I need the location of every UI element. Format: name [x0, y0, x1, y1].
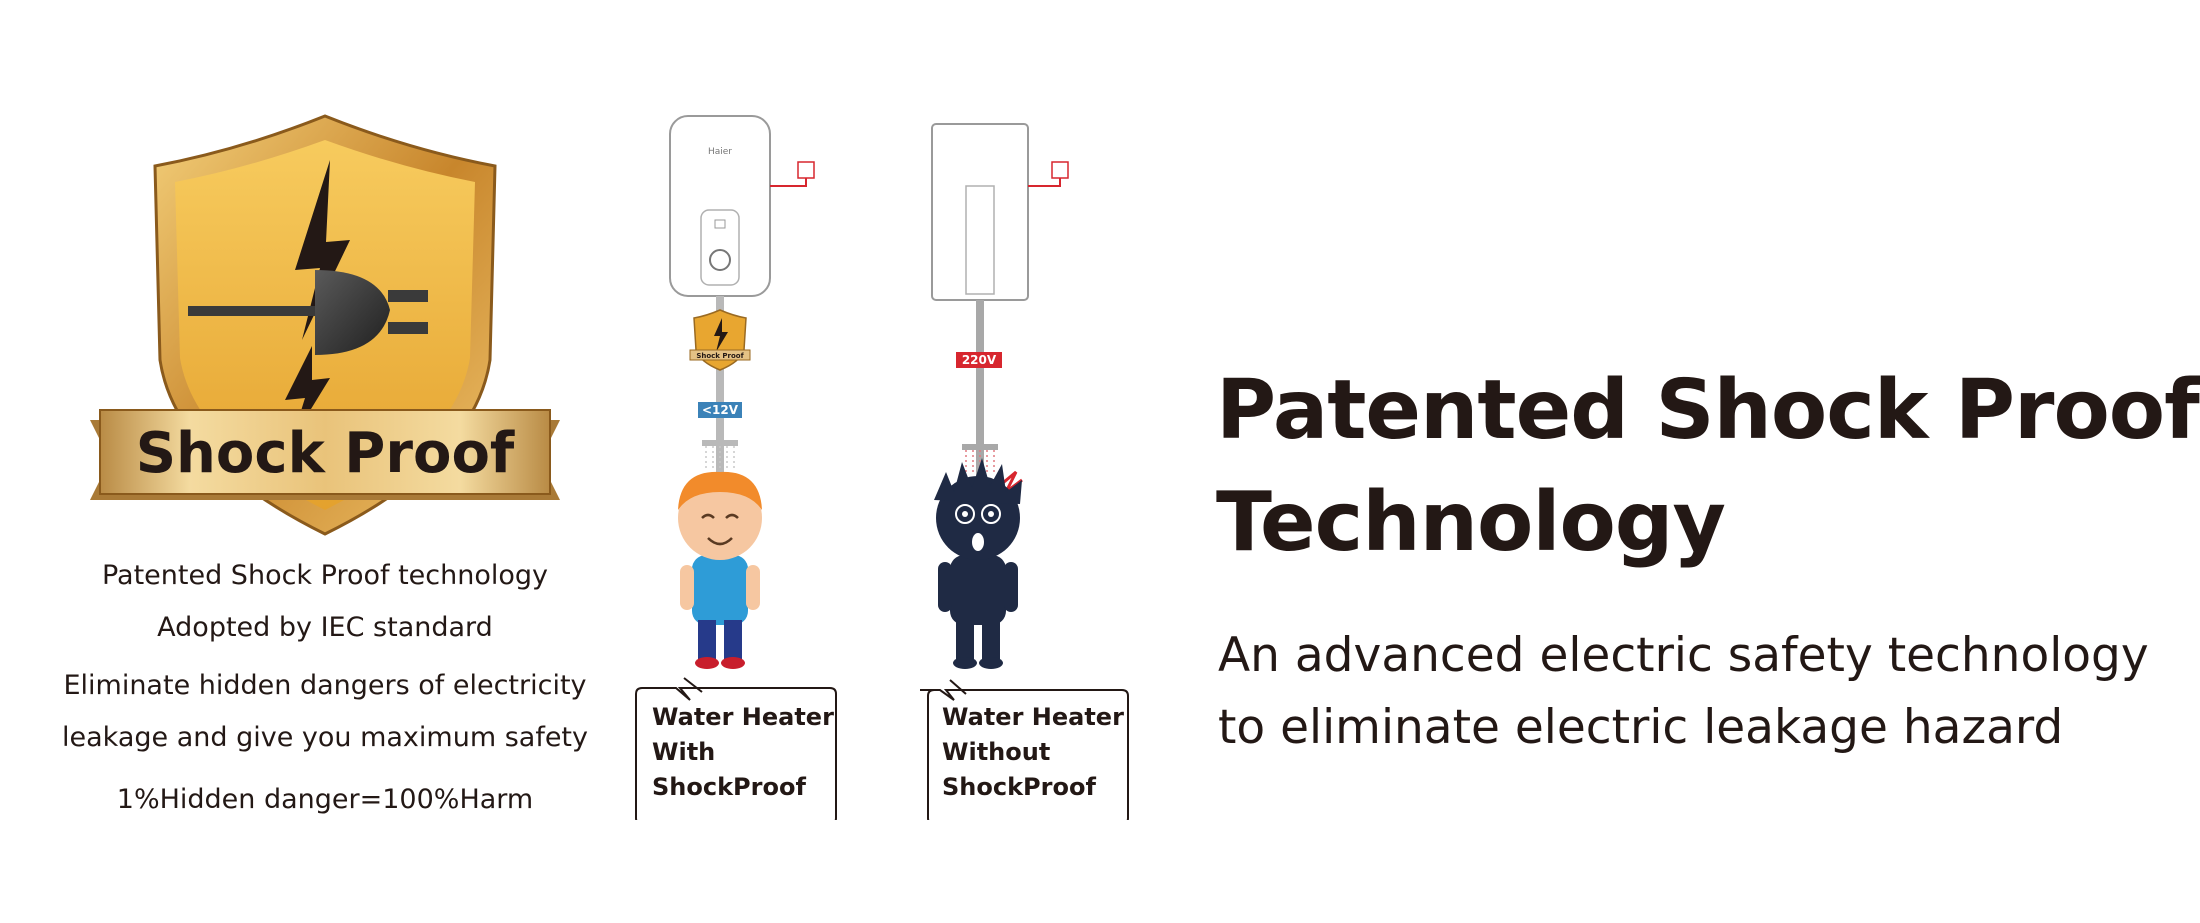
feature-line-1: Patented Shock Proof technology — [101, 560, 549, 591]
page-subtitle-line-1: An advanced electric safety technology — [1218, 628, 2149, 683]
comparison-graphic: Haier Shock Proof <12V — [635, 115, 1129, 820]
shock-proof-badge: Shock Proof — [80, 110, 570, 540]
feature-line-2: Adopted by IEC standard — [157, 612, 493, 643]
svg-text:ShockProof: ShockProof — [652, 773, 806, 801]
feature-line-5: 1%Hidden danger=100%Harm — [116, 784, 534, 815]
shower-spray — [705, 446, 735, 470]
svg-text:Shock Proof: Shock Proof — [696, 352, 744, 360]
happy-boy-icon — [678, 471, 762, 669]
svg-text:ShockProof: ShockProof — [942, 773, 1096, 801]
voltage-tag-high — [956, 352, 1002, 368]
heater-comparison: Haier Shock Proof <12V — [620, 100, 1140, 820]
shield-graphic: Shock Proof — [90, 114, 560, 536]
voltage-tag-low — [698, 402, 742, 418]
voltage-low-label: <12V — [702, 403, 739, 417]
page-subtitle: An advanced electric safety technology t… — [1218, 620, 2188, 764]
page-title-line-2: Technology — [1216, 475, 1726, 570]
page-title: Patented Shock Proof Technology — [1216, 355, 2200, 579]
svg-text:Without: Without — [942, 738, 1050, 766]
shield-ribbon: Shock Proof — [90, 409, 560, 500]
shield-label: Shock Proof — [136, 421, 515, 486]
callout-without-shockproof: Water Heater Without ShockProof — [920, 679, 1129, 820]
callout-with-shockproof: Water Heater With ShockProof — [635, 677, 837, 820]
shower-spray-danger — [965, 450, 995, 472]
svg-text:Water Heater: Water Heater — [652, 703, 834, 731]
voltage-high-label: 220V — [962, 353, 997, 367]
outlet-icon — [797, 161, 815, 179]
feature-line-4: leakage and give you maximum safety — [62, 722, 588, 753]
outlet-icon — [1051, 161, 1069, 179]
feature-line-3: Eliminate hidden dangers of electricity — [63, 670, 587, 701]
heater-with-shockproof: Haier Shock Proof <12V — [635, 115, 837, 820]
heater-brand: Haier — [708, 147, 732, 157]
shocked-boy-icon — [934, 458, 1022, 669]
svg-text:With: With — [652, 738, 715, 766]
page-title-line-1: Patented Shock Proof — [1216, 363, 2200, 458]
page-subtitle-line-2: to eliminate electric leakage hazard — [1218, 700, 2064, 755]
heater-without-shockproof: 220V — [920, 123, 1129, 820]
svg-text:Water Heater: Water Heater — [942, 703, 1124, 731]
plug-lightning-icon — [188, 160, 428, 440]
